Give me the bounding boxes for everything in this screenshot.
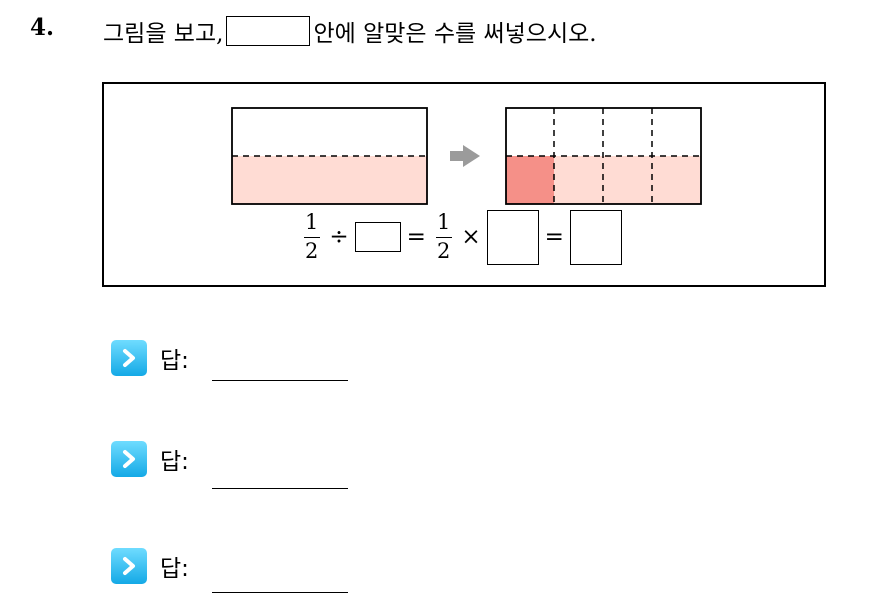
times-sign: × bbox=[461, 224, 481, 250]
answer-blank-result[interactable] bbox=[569, 209, 622, 265]
chevron-right-icon bbox=[111, 340, 147, 376]
answer-row-1: 답: bbox=[111, 340, 189, 376]
answer-row-3: 답: bbox=[111, 548, 189, 584]
answer-line-3[interactable] bbox=[212, 592, 348, 593]
answer-row-2: 답: bbox=[111, 441, 189, 477]
answer-blank-multiplier[interactable] bbox=[486, 209, 539, 265]
fraction-one-half-a: 1 2 bbox=[303, 210, 320, 263]
answer-line-1[interactable] bbox=[212, 380, 348, 381]
fraction-diagram bbox=[231, 107, 702, 205]
divide-sign: ÷ bbox=[329, 224, 349, 250]
answer-label: 답: bbox=[160, 348, 189, 374]
left-shaded-half bbox=[232, 156, 427, 204]
right-highlight-cell bbox=[506, 156, 554, 204]
right-arrow-icon bbox=[450, 145, 480, 167]
answer-blank-divisor[interactable] bbox=[354, 222, 401, 252]
chevron-right-icon bbox=[111, 441, 147, 477]
prompt-text-after: 안에 알맞은 수를 써넣으시오. bbox=[313, 21, 597, 47]
figure-box bbox=[102, 82, 826, 287]
question-prompt: 그림을 보고, 안에 알맞은 수를 써넣으시오. bbox=[103, 14, 597, 48]
answer-label: 답: bbox=[160, 556, 189, 582]
equals-sign-2: = bbox=[544, 224, 564, 250]
fraction-one-half-b: 1 2 bbox=[435, 210, 452, 263]
prompt-blank-box bbox=[226, 16, 311, 46]
answer-label: 답: bbox=[160, 449, 189, 475]
prompt-text-before: 그림을 보고, bbox=[103, 21, 224, 47]
equation: 1 2 ÷ = 1 2 × = bbox=[300, 208, 622, 266]
chevron-right-icon bbox=[111, 548, 147, 584]
answer-line-2[interactable] bbox=[212, 488, 348, 489]
question-number: 4. bbox=[30, 14, 55, 41]
equals-sign-1: = bbox=[406, 224, 426, 250]
